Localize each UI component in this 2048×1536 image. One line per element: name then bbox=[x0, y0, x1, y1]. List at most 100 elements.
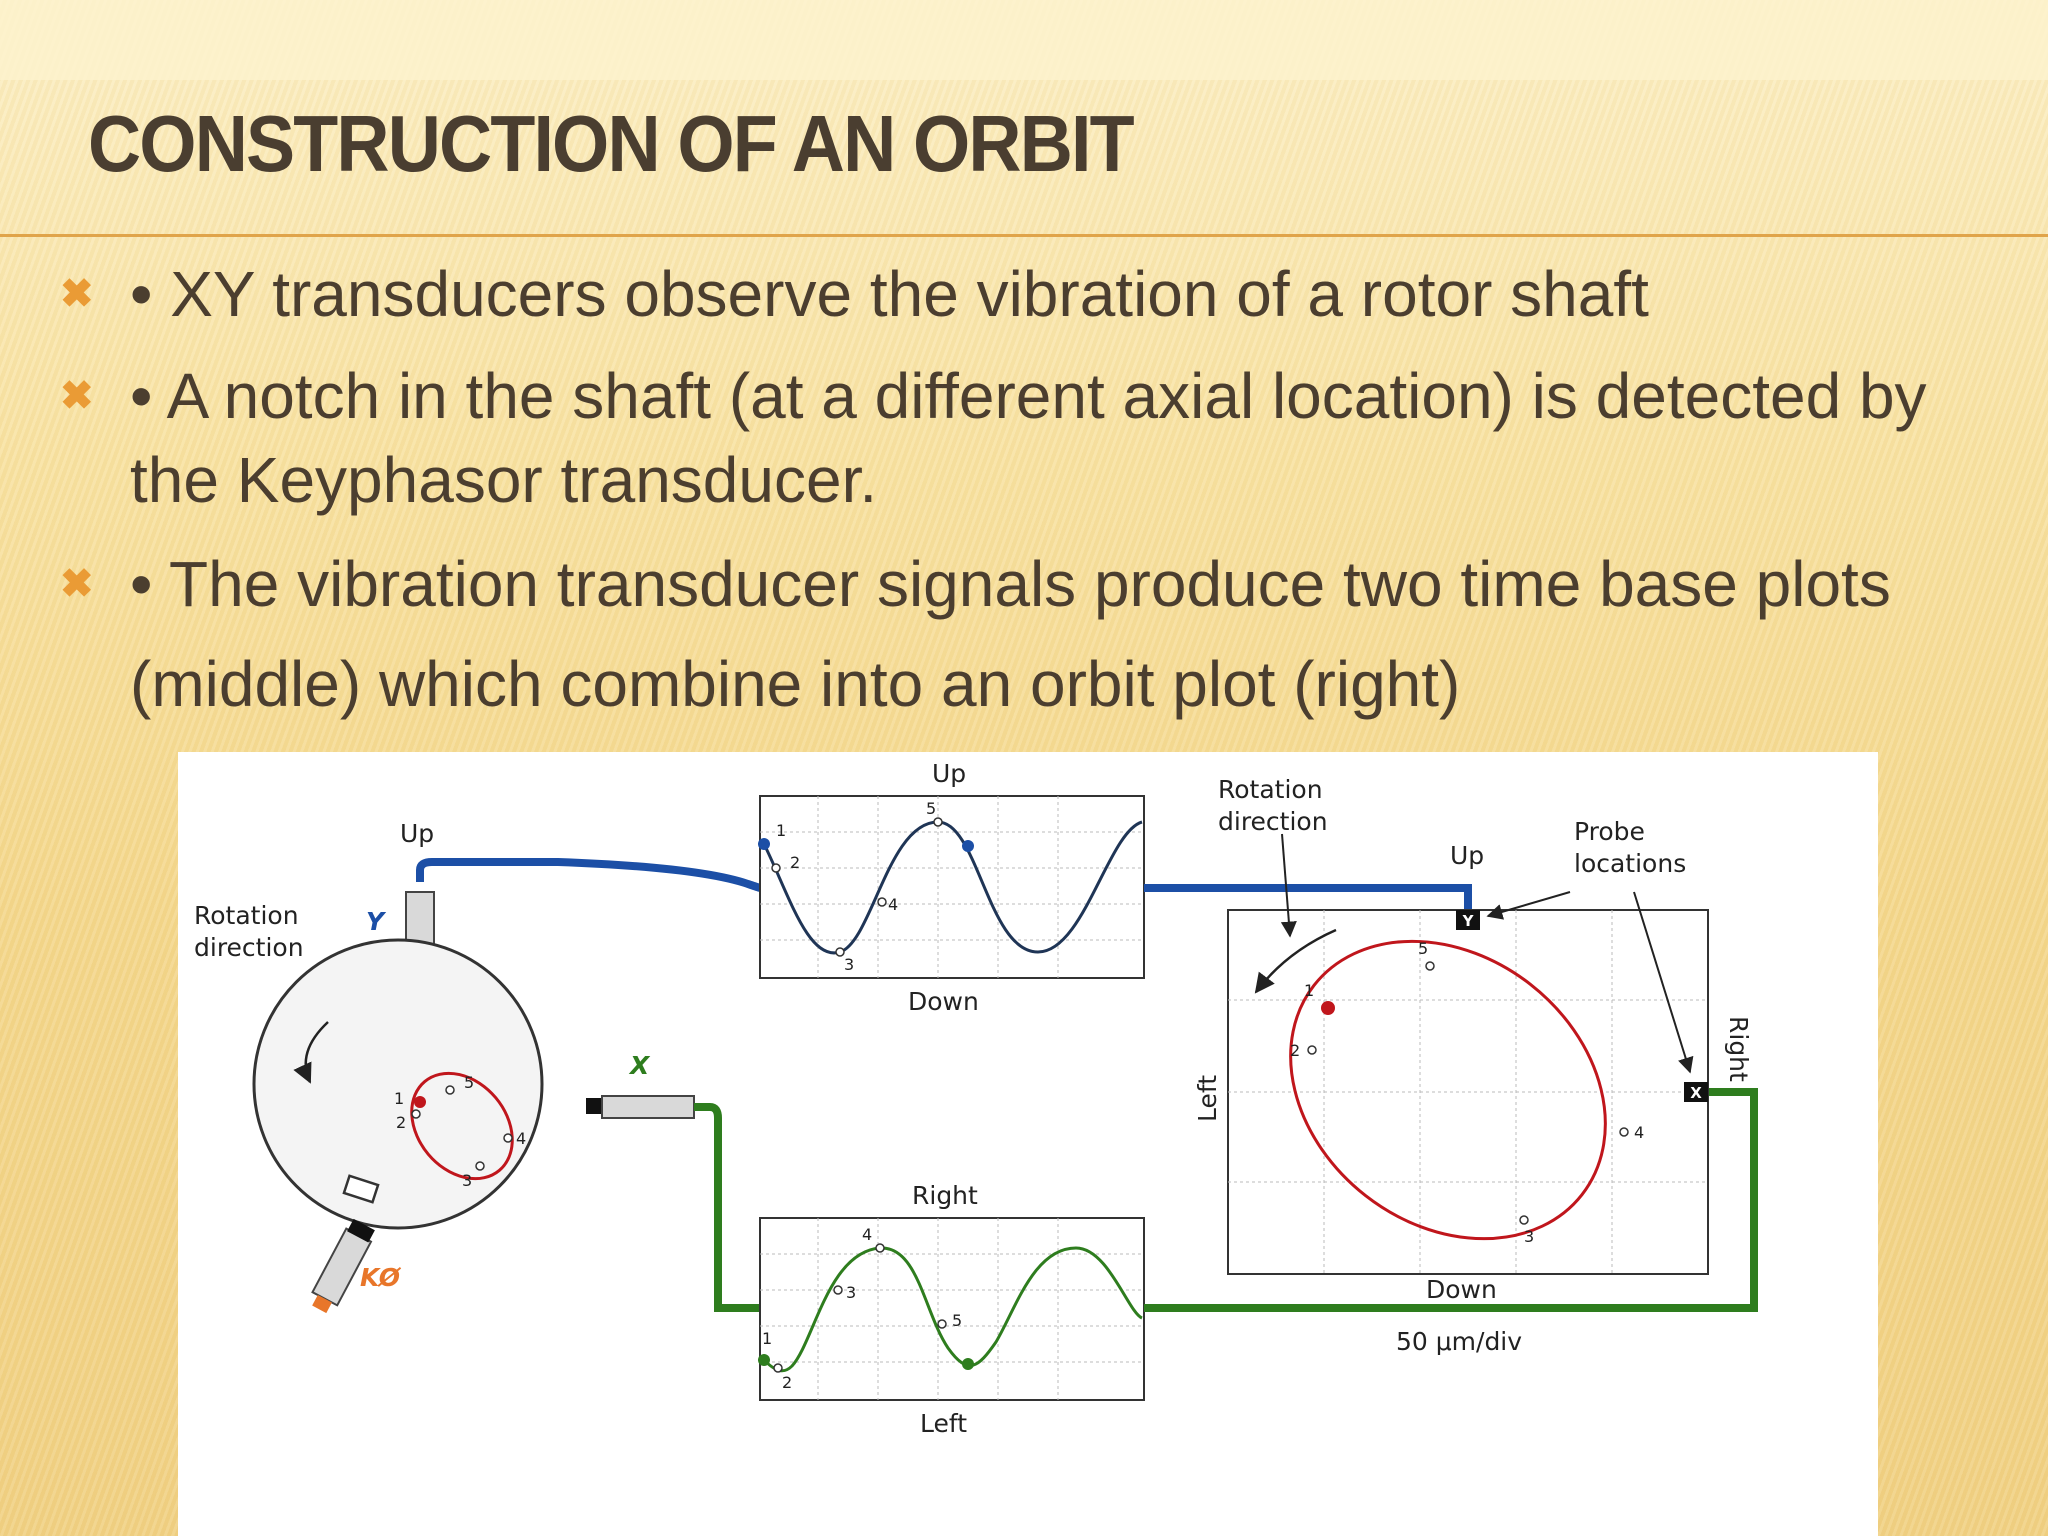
x-probe-body bbox=[601, 1095, 695, 1119]
x-probe-label: X bbox=[628, 1051, 651, 1080]
x-probe-icon bbox=[586, 1098, 602, 1114]
bottom-plot-point-3 bbox=[833, 1285, 843, 1295]
orbit-label-1: 1 bbox=[1304, 981, 1314, 1000]
bullet-text: • The vibration transducer signals produ… bbox=[130, 548, 1891, 720]
top-plot-point-5 bbox=[933, 817, 943, 827]
orbit-label-2: 2 bbox=[1290, 1041, 1300, 1060]
small-orbit-label-2: 2 bbox=[396, 1113, 406, 1132]
keyphasor-notch bbox=[342, 1174, 380, 1204]
orbit-construction-diagram: Y Up Rotation direction 1 2 5 4 3 X KØ U… bbox=[178, 752, 1878, 1536]
small-orbit bbox=[410, 1071, 514, 1181]
orbit-right-label: Right bbox=[1724, 1016, 1753, 1082]
top-plot-grid bbox=[760, 796, 1144, 978]
x-signal-cable bbox=[694, 1103, 760, 1312]
top-plot-marker-start bbox=[758, 838, 770, 850]
orbit-y-marker-label: Y bbox=[1462, 912, 1475, 930]
x-cable-to-orbit bbox=[1144, 1088, 1758, 1312]
diagram-svg: Y Up Rotation direction 1 2 5 4 3 X KØ U… bbox=[194, 759, 1758, 1438]
bullet-item: ✖ • A notch in the shaft (at a different… bbox=[60, 354, 2020, 522]
small-orbit-label-5: 5 bbox=[464, 1073, 474, 1092]
small-orbit-label-4: 4 bbox=[516, 1129, 526, 1148]
small-orbit-label-3: 3 bbox=[462, 1171, 472, 1190]
orbit-keyphasor-dot bbox=[1321, 1001, 1335, 1015]
bottom-plot-marker-end bbox=[962, 1358, 974, 1370]
bottom-plot-marker-start bbox=[758, 1354, 770, 1366]
bullet-item: ✖ • XY transducers observe the vibration… bbox=[60, 252, 2020, 336]
orbit-point-3 bbox=[1519, 1215, 1529, 1225]
bullet-text: • A notch in the shaft (at a different a… bbox=[130, 360, 1927, 516]
bottom-plot-waveform bbox=[762, 1246, 1143, 1373]
y-cable-to-orbit bbox=[1144, 884, 1472, 914]
orbit-point-5 bbox=[1425, 961, 1435, 971]
keyphasor-label: KØ bbox=[360, 1263, 402, 1292]
rotor-rotation-arrow-icon bbox=[293, 1021, 329, 1084]
orbit-probe-label-1: Probe bbox=[1574, 817, 1645, 846]
small-orbit-point-1 bbox=[414, 1096, 426, 1108]
orbit-left-label: Left bbox=[1193, 1075, 1222, 1122]
bullet-item: ✖ • The vibration transducer signals pro… bbox=[60, 534, 2020, 734]
small-orbit-point-4 bbox=[503, 1133, 513, 1143]
orbit-label-3: 3 bbox=[1524, 1227, 1534, 1246]
title-rule bbox=[0, 234, 2048, 237]
orbit-point-2 bbox=[1307, 1045, 1317, 1055]
small-orbit-point-3 bbox=[475, 1161, 485, 1171]
top-plot-marker-end bbox=[962, 840, 974, 852]
y-up-label: Up bbox=[400, 819, 434, 848]
orbit-down-label: Down bbox=[1426, 1275, 1497, 1304]
top-plot-up-label: Up bbox=[932, 759, 966, 788]
slide-title: CONSTRUCTION OF AN ORBIT bbox=[88, 99, 1135, 188]
orbit-rotation-label-1: Rotation bbox=[1218, 775, 1323, 804]
orbit-label-4: 4 bbox=[1634, 1123, 1644, 1142]
title-band bbox=[0, 0, 2048, 80]
top-plot-label-4: 4 bbox=[888, 895, 898, 914]
orbit-rotation-pointer bbox=[1280, 833, 1297, 938]
orbit-probe-label-2: locations bbox=[1574, 849, 1686, 878]
top-plot-point-3 bbox=[835, 947, 845, 957]
top-plot-label-1: 1 bbox=[776, 821, 786, 840]
top-plot-down-label: Down bbox=[908, 987, 979, 1016]
bottom-plot-point-5 bbox=[937, 1319, 947, 1329]
bottom-plot-label-2: 2 bbox=[782, 1373, 792, 1392]
small-orbit-label-1: 1 bbox=[394, 1089, 404, 1108]
orbit-up-label: Up bbox=[1450, 841, 1484, 870]
bottom-plot-label-3: 3 bbox=[846, 1283, 856, 1302]
rotor-disk bbox=[252, 938, 544, 1230]
bullet-text: • XY transducers observe the vibration o… bbox=[130, 258, 1649, 330]
probe-pointer-y bbox=[1486, 891, 1571, 920]
probe-pointer-x bbox=[1633, 891, 1694, 1074]
x-bullet-icon: ✖ bbox=[60, 272, 94, 316]
rotor-rotation-label-2: direction bbox=[194, 933, 304, 962]
orbit-rotation-arrow-icon bbox=[1254, 928, 1337, 994]
y-probe-label: Y bbox=[366, 907, 387, 936]
top-plot-label-3: 3 bbox=[844, 955, 854, 974]
orbit-rotation-label-2: direction bbox=[1218, 807, 1328, 836]
small-orbit-point-5 bbox=[445, 1085, 455, 1095]
keyphasor-probe-icon bbox=[311, 1218, 375, 1314]
rotor-rotation-label-1: Rotation bbox=[194, 901, 299, 930]
bottom-plot-label-4: 4 bbox=[862, 1225, 872, 1244]
orbit-label-5: 5 bbox=[1418, 939, 1428, 958]
orbit-x-marker bbox=[1684, 1082, 1708, 1102]
top-plot-label-2: 2 bbox=[790, 853, 800, 872]
bottom-plot-point-4 bbox=[875, 1243, 885, 1253]
orbit-plot-grid bbox=[1228, 910, 1708, 1274]
y-signal-cable-to-plot bbox=[746, 880, 762, 892]
x-bullet-icon: ✖ bbox=[60, 562, 94, 606]
orbit-ellipse bbox=[1289, 939, 1607, 1241]
small-orbit-point-2 bbox=[411, 1109, 421, 1119]
bottom-plot-right-label: Right bbox=[912, 1181, 978, 1210]
bullet-list: ✖ • XY transducers observe the vibration… bbox=[60, 252, 2020, 734]
y-signal-cable bbox=[416, 858, 762, 892]
bottom-plot-label-1: 1 bbox=[762, 1329, 772, 1348]
top-plot-point-4 bbox=[877, 897, 887, 907]
top-plot-point-2 bbox=[771, 863, 781, 873]
orbit-point-4 bbox=[1619, 1127, 1629, 1137]
bottom-plot-left-label: Left bbox=[920, 1409, 967, 1438]
bottom-plot-point-2 bbox=[773, 1363, 783, 1373]
bottom-plot-label-5: 5 bbox=[952, 1311, 962, 1330]
top-plot-label-5: 5 bbox=[926, 799, 936, 818]
orbit-x-marker-label: X bbox=[1690, 1084, 1702, 1102]
x-bullet-icon: ✖ bbox=[60, 374, 94, 418]
orbit-scale-label: 50 μm/div bbox=[1396, 1327, 1522, 1356]
orbit-y-marker bbox=[1456, 910, 1480, 930]
